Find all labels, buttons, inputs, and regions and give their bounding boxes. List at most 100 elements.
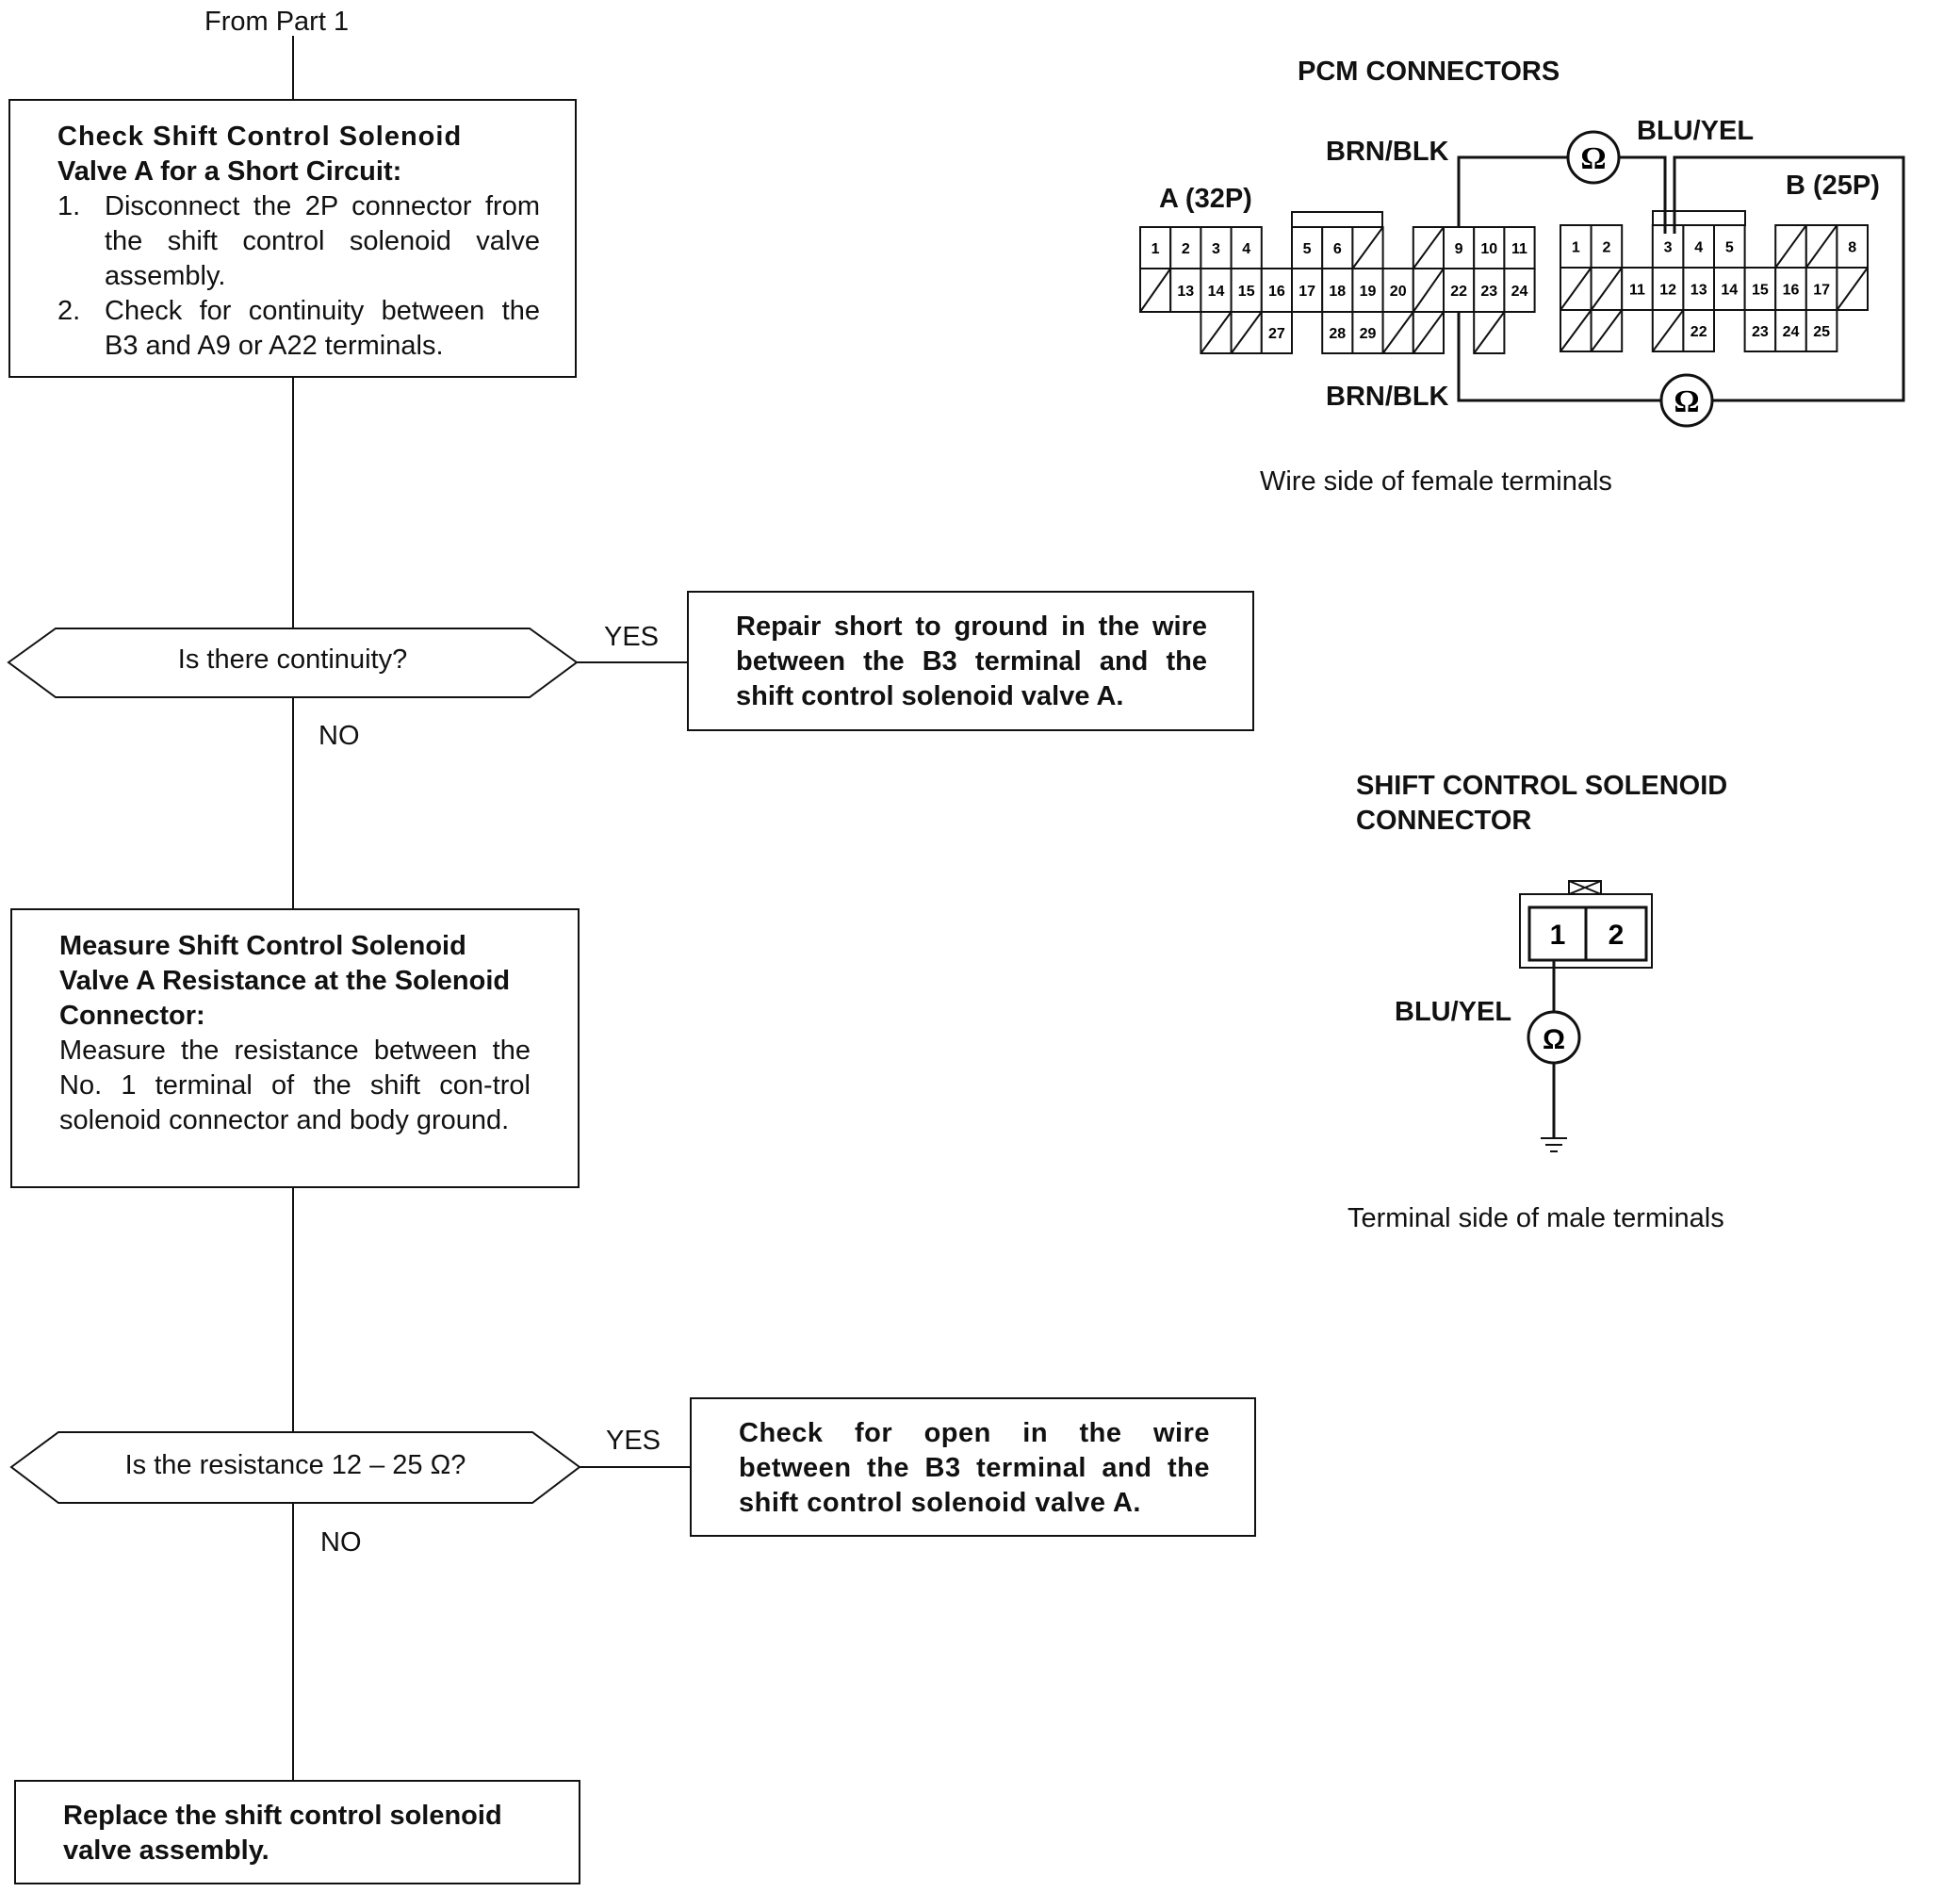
terminal-number: 15 — [1238, 284, 1255, 300]
terminal-cavity — [1743, 267, 1777, 311]
terminal-number: 25 — [1813, 324, 1830, 340]
solenoid-title: SHIFT CONTROL SOLENOID — [1356, 771, 1728, 801]
terminal-cavity — [1351, 311, 1384, 354]
unused-cavity-hatch — [1560, 309, 1592, 352]
wire-label-brn-blk: BRN/BLK — [1326, 137, 1449, 167]
connector-b-lock-tab — [1652, 210, 1746, 226]
step1-title: Check Shift Control Solenoid — [57, 122, 463, 152]
terminal-number: 5 — [1303, 241, 1312, 257]
terminal-number: 3 — [1664, 240, 1673, 256]
unused-cavity-hatch — [1805, 224, 1838, 269]
solenoid-title: CONNECTOR — [1356, 806, 1532, 836]
terminal-number: 13 — [1690, 283, 1707, 299]
terminal-number: 1 — [1152, 241, 1160, 257]
terminal-cavity — [1443, 268, 1476, 313]
terminal-cavity — [1169, 226, 1202, 269]
step-check-short-circuit: Check Shift Control Solenoid Valve A for… — [8, 99, 577, 378]
wire-a22-b3 — [1457, 311, 1661, 402]
terminal-number: 20 — [1390, 284, 1407, 300]
terminal-cavity — [1590, 224, 1624, 269]
terminal-number: 5 — [1725, 240, 1734, 256]
item-text: Check for continuity between the B3 and … — [105, 296, 540, 361]
decision2-question: Is the resistance 12 – 25 Ω? — [124, 1450, 466, 1480]
unused-cavity-hatch — [1200, 311, 1233, 354]
terminal-cavity — [1805, 309, 1838, 352]
terminal-cavity — [1503, 226, 1536, 269]
pcm-title: PCM CONNECTORS — [1298, 57, 1560, 87]
unused-cavity-hatch — [1381, 311, 1414, 354]
terminal-number: 27 — [1268, 326, 1285, 342]
terminal-cavity — [1743, 309, 1777, 352]
wire-label-blu-yel: BLU/YEL — [1395, 997, 1512, 1027]
terminal-cavity — [1836, 224, 1870, 269]
result-check-open: Check for open in the wire between the B… — [690, 1397, 1256, 1537]
terminal-cavity — [1713, 267, 1746, 311]
from-part-label: From Part 1 — [204, 7, 350, 37]
terminal-cavity — [1503, 268, 1536, 313]
yes-label-2: YES — [606, 1426, 662, 1456]
terminal-number: 11 — [1511, 241, 1527, 257]
terminal-number: 28 — [1329, 326, 1346, 342]
terminal-number: 16 — [1783, 283, 1800, 299]
terminal-number: 10 — [1480, 241, 1497, 257]
terminal-number: 12 — [1659, 283, 1676, 299]
terminal-number: 3 — [1212, 241, 1220, 257]
pcm-caption: Wire side of female terminals — [1260, 466, 1612, 497]
terminal-number: 22 — [1690, 324, 1707, 340]
terminal-number: 23 — [1752, 324, 1769, 340]
unused-cavity-hatch — [1651, 309, 1685, 352]
terminal-number: 8 — [1848, 240, 1856, 256]
item-number: 1. — [57, 191, 81, 221]
terminal-number: 2 — [1602, 240, 1610, 256]
terminal-cavity — [1621, 267, 1654, 311]
terminal-cavity — [1805, 267, 1838, 311]
unused-cavity-hatch — [1230, 311, 1263, 354]
terminal-cavity — [1230, 268, 1263, 313]
terminal-number: 17 — [1813, 283, 1830, 299]
unused-cavity-hatch — [1836, 267, 1869, 311]
wire-a22-b3 — [1673, 155, 1905, 402]
wire-a9-b3 — [1457, 155, 1568, 226]
result2-text: Check for open in the wire between the B… — [739, 1418, 1210, 1518]
terminal-cavity — [1291, 226, 1324, 269]
unused-cavity-hatch — [1590, 309, 1624, 352]
terminal-cavity — [1774, 309, 1807, 352]
step2-body: Measure the resistance between the No. 1… — [59, 1036, 531, 1135]
unused-cavity-hatch — [1473, 311, 1506, 354]
terminal-cavity — [1473, 226, 1506, 269]
unused-cavity-hatch — [1351, 226, 1384, 269]
wire-label-brn-blk: BRN/BLK — [1326, 382, 1449, 412]
connector-b-label: B (25P) — [1786, 171, 1880, 201]
connector-a-label: A (32P) — [1159, 184, 1252, 214]
solenoid-pin-2-label: 2 — [1609, 920, 1625, 951]
terminal-number: 4 — [1242, 241, 1250, 257]
final-text: Replace the shift control solenoid valve… — [63, 1801, 502, 1866]
terminal-cavity — [1230, 226, 1263, 269]
unused-cavity-hatch — [1774, 224, 1807, 269]
terminal-number: 9 — [1455, 241, 1463, 257]
yes-label-1: YES — [604, 622, 660, 652]
result1-text: Repair short to ground in the wire betwe… — [736, 612, 1207, 711]
terminal-cavity — [1713, 224, 1746, 269]
terminal-cavity — [1351, 268, 1384, 313]
terminal-cavity — [1260, 311, 1294, 354]
item-text: Disconnect the 2P connector from the shi… — [105, 191, 540, 291]
solenoid-connector-diagram — [1519, 880, 1653, 1152]
terminal-number: 14 — [1721, 283, 1738, 299]
terminal-number: 1 — [1572, 240, 1580, 256]
terminal-number: 16 — [1268, 284, 1285, 300]
terminal-number: 24 — [1511, 284, 1528, 300]
item-number: 2. — [57, 296, 81, 326]
terminal-cavity — [1682, 309, 1716, 352]
unused-cavity-hatch — [1590, 267, 1624, 311]
wire-label-blu-yel: BLU/YEL — [1637, 116, 1755, 146]
terminal-number: 23 — [1480, 284, 1497, 300]
ohm-symbol: Ω — [1580, 141, 1606, 176]
solenoid-caption: Terminal side of male terminals — [1348, 1203, 1724, 1233]
connector-a-lock-tab — [1291, 211, 1383, 228]
terminal-number: 11 — [1629, 283, 1645, 299]
terminal-number: 15 — [1752, 283, 1769, 299]
solenoid-latch-icon — [1568, 880, 1602, 895]
